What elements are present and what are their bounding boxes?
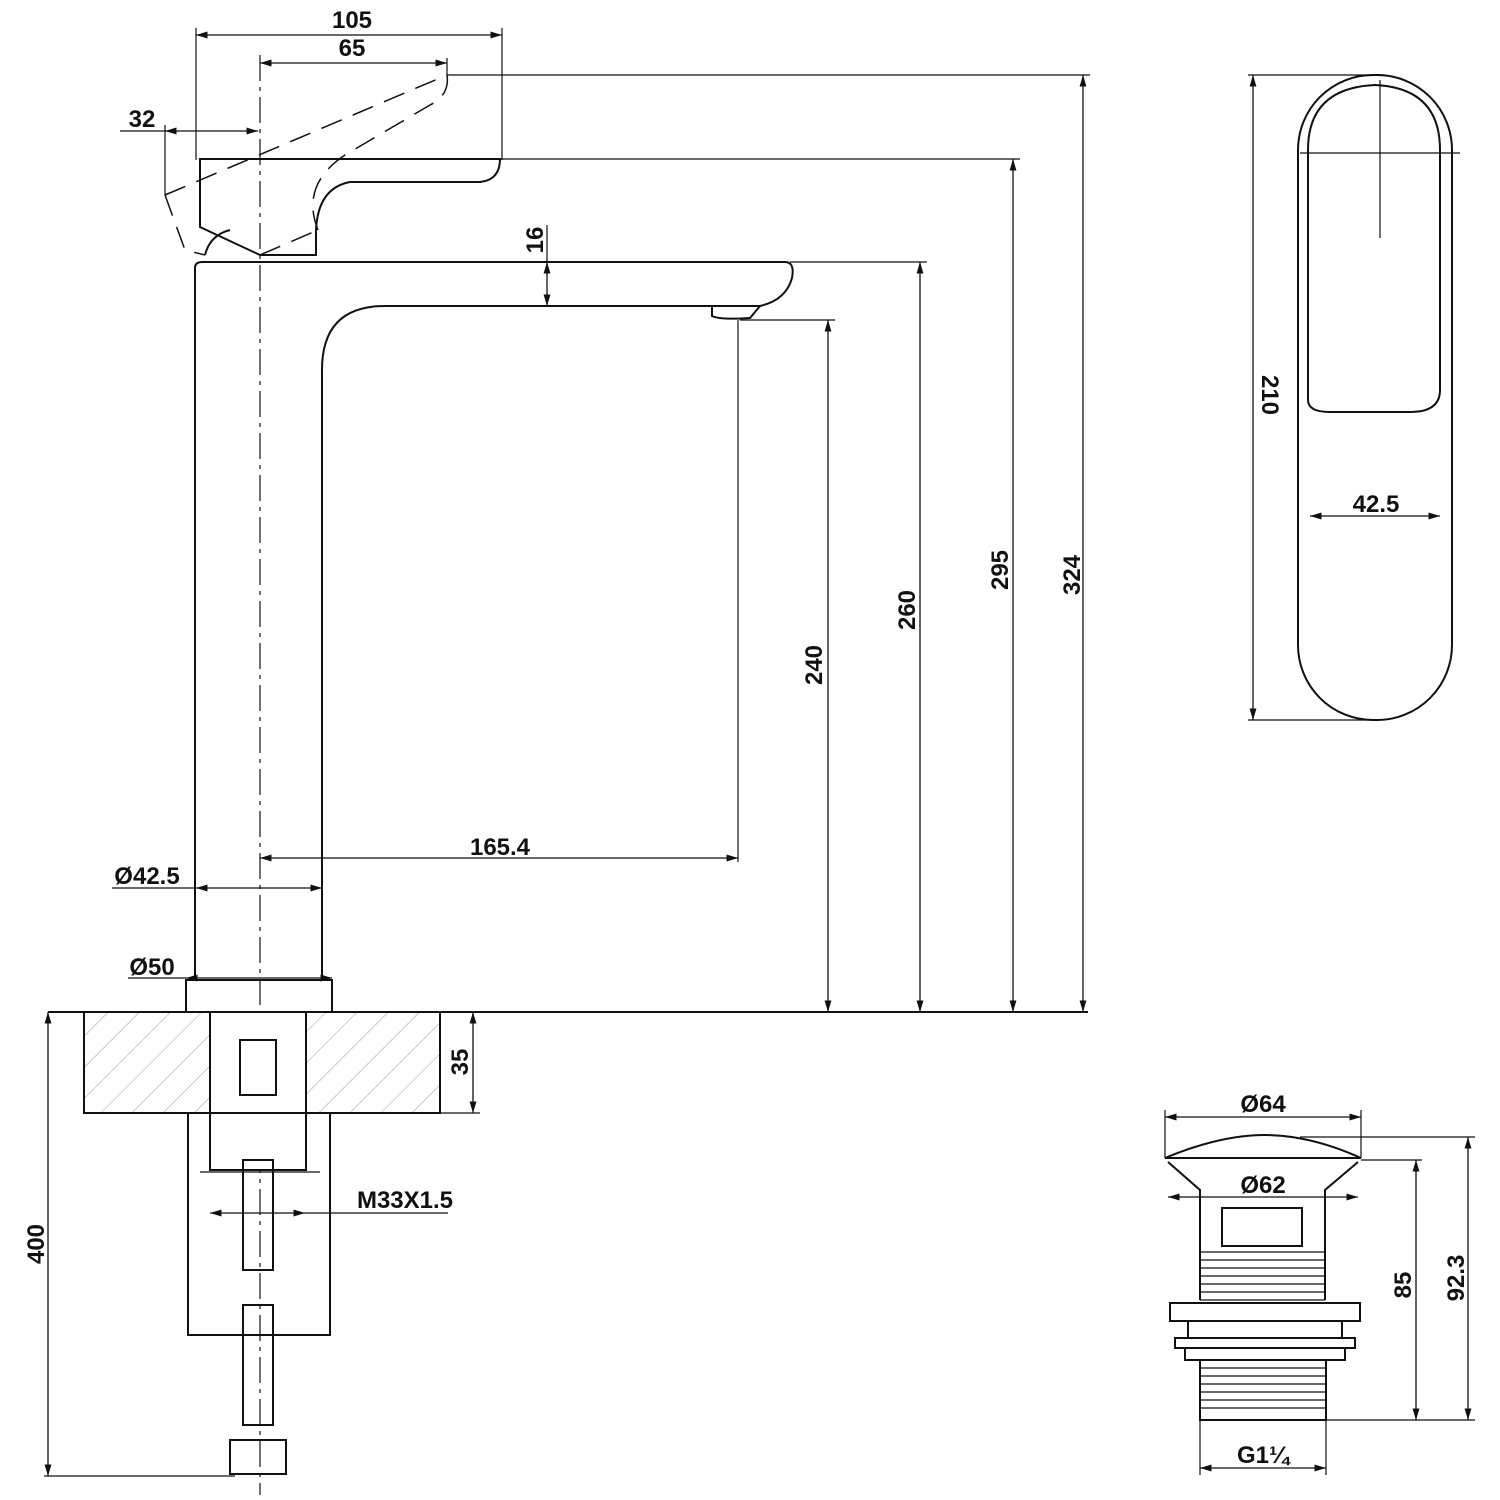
handle-outline (199, 158, 502, 256)
waste-flange-cone (1167, 1161, 1359, 1300)
dim-165-4: 165.4 (470, 834, 531, 861)
dim-base-diameter: Ø50 (129, 954, 174, 981)
dim-105: 105 (332, 7, 372, 34)
mounting-shank (209, 1011, 307, 1171)
dim-32: 32 (129, 106, 156, 133)
pop-up-waste: Ø64 Ø62 92.3 85 G1¼ (1164, 1091, 1475, 1475)
waste-lower-thread (1199, 1359, 1327, 1421)
mounting-nut (187, 1112, 331, 1336)
dim-16: 16 (522, 227, 549, 254)
dim-body-diameter: Ø42.5 (114, 863, 179, 890)
aerator (711, 305, 761, 320)
waste-body-flange (1169, 1302, 1361, 1322)
waste-washer (1174, 1322, 1356, 1361)
hose-connector (239, 1039, 277, 1096)
dim-side-42-5: 42.5 (1353, 491, 1400, 518)
waste-cap (1164, 1133, 1362, 1159)
flexible-hose-lower (242, 1304, 274, 1426)
hose-nut (229, 1439, 287, 1475)
dim-35: 35 (447, 1049, 474, 1076)
dim-210: 210 (1256, 375, 1283, 415)
faucet-body (194, 261, 794, 980)
dim-m33-thread: M33X1.5 (357, 1187, 453, 1214)
base-flange (185, 979, 333, 1013)
dim-260: 260 (894, 590, 921, 630)
dim-waste-64: Ø64 (1240, 1091, 1286, 1118)
dim-waste-85: 85 (1390, 1272, 1417, 1299)
side-handle-outline (1307, 83, 1441, 413)
dim-324: 324 (1059, 554, 1086, 595)
dim-waste-62: Ø62 (1240, 1172, 1285, 1199)
dim-waste-g1-1-4: G1¼ (1237, 1442, 1291, 1469)
dim-65: 65 (339, 35, 366, 62)
waste-slot (1221, 1207, 1303, 1247)
side-body-outline (1297, 74, 1453, 721)
dim-295: 295 (987, 550, 1014, 590)
faucet-side-view: 210 42.5 (1248, 74, 1460, 721)
handle-rotated-dashed (164, 73, 449, 256)
faucet-front-view (48, 55, 1088, 1495)
dim-240: 240 (801, 645, 828, 685)
handle-base-curve (204, 229, 231, 256)
dim-waste-92-3: 92.3 (1443, 1255, 1470, 1302)
waste-upper-thread (1200, 1251, 1325, 1301)
front-dimensions: 105 65 32 324 295 260 240 16 165.4 Ø42.5… (23, 7, 1090, 1477)
flexible-hose-upper (242, 1159, 274, 1271)
dim-400: 400 (23, 1224, 50, 1264)
